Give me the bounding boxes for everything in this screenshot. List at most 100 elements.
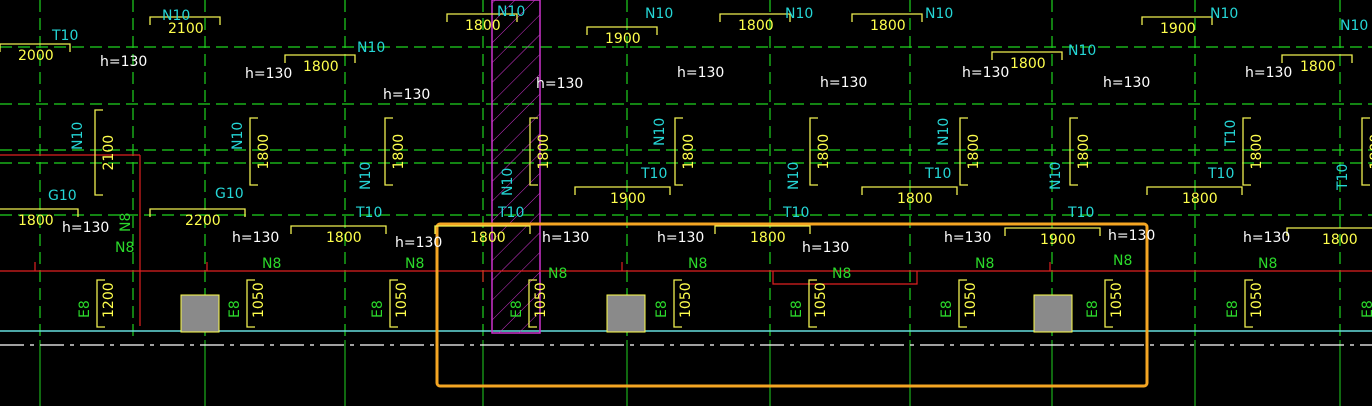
dimension-label-vertical: 1800 <box>256 134 272 170</box>
rebar-tag-n8: N8 <box>118 213 134 232</box>
dimension-label-top: 1800 <box>870 18 906 34</box>
rebar-tag-vertical: N10 <box>786 162 802 190</box>
rebar-tag-vertical: N10 <box>230 122 246 150</box>
dimension-label-mid: 1800 <box>326 230 362 246</box>
drawing-labels: h=130 h=130 h=130 h=130 h=130 h=130 h=130 h=130… <box>18 4 1372 318</box>
rebar-bracket-bottom <box>958 279 967 328</box>
slab-thickness-label: h=130 <box>536 76 583 92</box>
rebar-bracket-vertical <box>94 109 103 196</box>
rebar-bracket-bottom <box>1244 279 1253 328</box>
dimension-label-top: 1800 <box>738 18 774 34</box>
rebar-bracket-top <box>1281 54 1353 63</box>
rebar-tag-vertical: N10 <box>358 162 374 190</box>
rebar-bracket-bottom <box>808 279 817 328</box>
dimension-label-mid: 2200 <box>185 213 221 229</box>
rebar-bracket-vertical <box>809 117 818 186</box>
dimension-label-top: 1800 <box>303 59 339 75</box>
dimension-label-top: 1800 <box>465 18 501 34</box>
rebar-bracket-vertical <box>529 117 538 186</box>
rebar-bracket-top <box>586 26 658 35</box>
dimension-label-vertical: 1800 <box>536 134 552 170</box>
slab-thickness-label: h=130 <box>395 235 442 251</box>
rebar-tag-n8: N8 <box>1113 253 1132 269</box>
rebar-tag-e8: E8 <box>370 300 386 318</box>
rebar-bracket-vertical <box>1361 117 1370 186</box>
rebar-bracket-top <box>446 13 518 22</box>
rebar-bracket-mid <box>1286 227 1372 236</box>
rebar-tag-top: N10 <box>785 6 813 22</box>
slab-thickness-label: h=130 <box>657 230 704 246</box>
rebar-bracket-vertical <box>959 117 968 186</box>
rebar-bracket-vertical <box>249 117 258 186</box>
rebar-tag-t10: T10 <box>1207 166 1234 182</box>
slab-thickness-label: h=130 <box>542 230 589 246</box>
dimension-label-bottom: 1200 <box>101 282 117 318</box>
rebar-bracket-vertical <box>1242 117 1251 186</box>
dimension-label-mid: 1800 <box>750 230 786 246</box>
dimension-label-top: 1800 <box>1300 59 1336 75</box>
rebar-tag-e8: E8 <box>1085 300 1101 318</box>
rebar-tag-vertical: N10 <box>70 122 86 150</box>
rebar-bracket-top <box>991 51 1063 60</box>
rebar-tag-top: N10 <box>357 40 385 56</box>
rebar-bracket-bottom <box>246 279 255 328</box>
rebar-bracket-bottom <box>389 279 398 328</box>
slab-thickness-label: h=130 <box>1108 228 1155 244</box>
rebar-tag-t10: T10 <box>355 205 382 221</box>
hatched-slab-strip[interactable] <box>491 0 541 334</box>
rebar-tag-e8: E8 <box>77 300 93 318</box>
dimension-label-bottom: 1050 <box>678 282 694 318</box>
rebar-bracket-mid <box>1146 186 1243 195</box>
slab-thickness-label: h=130 <box>1243 230 1290 246</box>
rebar-tag-top: N10 <box>1210 6 1238 22</box>
rebar-tag-top: N10 <box>497 4 525 20</box>
selection-box[interactable] <box>435 222 1149 388</box>
rebar-bracket-mid <box>1004 227 1101 236</box>
slab-thickness-label: h=130 <box>100 54 147 70</box>
beam-lines <box>0 330 1372 346</box>
rebar-tag-n8: N8 <box>688 256 707 272</box>
rebar-tag-n8: N8 <box>115 240 134 256</box>
rebar-bracket-top <box>719 13 791 22</box>
columns[interactable] <box>180 294 1073 333</box>
rebar-tag-t10: T10 <box>640 166 667 182</box>
dimension-label-vertical: 1800 <box>391 134 407 170</box>
rebar-bracket-top <box>0 43 71 52</box>
rebar-bracket-mid <box>0 208 79 217</box>
rebar-tag-n8: N8 <box>1258 256 1277 272</box>
rebar-bracket-mid <box>861 186 958 195</box>
slab-thickness-label: h=130 <box>802 240 849 256</box>
rebar-bracket-bottom <box>1104 279 1113 328</box>
dimension-label-vertical: 1800 <box>1249 134 1265 170</box>
grid-lines <box>0 0 1372 340</box>
rebar-bracket-bottom <box>673 279 682 328</box>
rebar-tag-top: N10 <box>645 6 673 22</box>
dimension-label-vertical: 1800 <box>1076 134 1092 170</box>
column-2 <box>606 294 646 333</box>
rebar-tag-n8: N8 <box>832 266 851 282</box>
rebar-tag-top: N10 <box>925 6 953 22</box>
dimension-label-bottom: 1050 <box>394 282 410 318</box>
dimension-label-mid: 1800 <box>1322 232 1358 248</box>
rebar-bracket-bottom <box>528 279 537 328</box>
rebar-tag-n8: N8 <box>975 256 994 272</box>
rebar-tag-vertical: N10 <box>936 118 952 146</box>
rebar-tag-e8: E8 <box>1360 300 1372 318</box>
rebar-bracket-top <box>1141 16 1213 25</box>
rebar-tag-vertical: T10 <box>1223 120 1239 147</box>
slab-thickness-label: h=130 <box>1103 75 1150 91</box>
red-rebar-lines <box>0 154 1372 326</box>
dimension-label-vertical: 2100 <box>101 135 117 171</box>
dimension-label-top: 1900 <box>1160 21 1196 37</box>
slab-thickness-label: h=130 <box>677 65 724 81</box>
dimension-label-bottom: 1050 <box>813 282 829 318</box>
rebar-bracket-mid <box>149 208 246 217</box>
dimension-label-vertical: 1800 <box>966 134 982 170</box>
dimension-label-bottom: 1050 <box>251 282 267 318</box>
slab-thickness-label: h=130 <box>962 65 1009 81</box>
rebar-tag-top: T10 <box>51 28 78 44</box>
slab-thickness-label: h=130 <box>1245 65 1292 81</box>
rebar-bracket-bottom <box>96 279 105 328</box>
rebar-tag-top: N10 <box>1068 43 1096 59</box>
